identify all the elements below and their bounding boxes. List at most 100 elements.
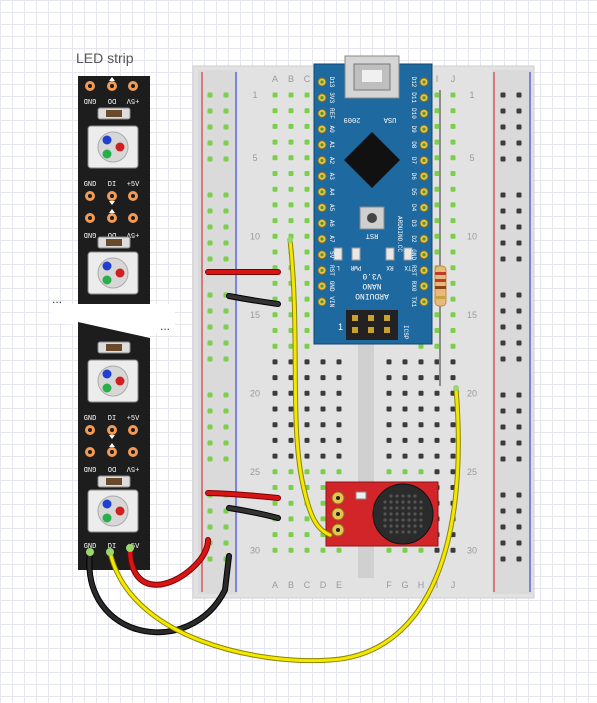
pin-label: A1 — [328, 141, 335, 149]
breadboard-hole — [272, 437, 278, 443]
breadboard-hole — [288, 532, 294, 538]
country-label: USA — [383, 115, 396, 123]
breadboard-hole — [434, 108, 440, 114]
row-number: 20 — [250, 388, 260, 398]
breadboard-hole — [288, 202, 294, 208]
breadboard-hole — [516, 524, 522, 530]
breadboard-hole — [207, 340, 213, 346]
breadboard-hole — [336, 375, 342, 381]
pin-label: A3 — [328, 173, 335, 181]
breadboard-hole — [516, 308, 522, 314]
breadboard-hole — [500, 356, 506, 362]
breadboard-hole — [450, 233, 456, 239]
breadboard-hole — [516, 440, 522, 446]
break-dots: ... — [160, 319, 170, 333]
column-label: I — [436, 74, 439, 84]
pad-label: GND — [84, 464, 97, 472]
breadboard-hole — [320, 485, 326, 490]
breadboard-hole — [516, 208, 522, 214]
breadboard-hole — [402, 547, 408, 553]
breadboard-hole — [500, 556, 506, 562]
microphone-module — [325, 481, 439, 547]
breadboard-hole — [272, 485, 278, 490]
pin-label: D13 — [328, 77, 335, 88]
breadboard-hole — [402, 390, 408, 396]
arrow-icon — [109, 435, 115, 439]
breadboard-hole — [207, 240, 213, 246]
column-label: I — [436, 580, 439, 590]
breadboard-hole — [207, 92, 213, 98]
column-label: F — [386, 580, 392, 590]
breadboard-hole — [304, 312, 310, 318]
breadboard-hole — [516, 324, 522, 330]
breadboard-hole — [434, 155, 440, 161]
status-led — [385, 247, 395, 261]
breadboard-hole — [223, 92, 229, 98]
led-red — [115, 142, 125, 152]
breadboard-hole — [386, 375, 392, 381]
breadboard-hole — [402, 437, 408, 443]
breadboard-hole — [450, 453, 456, 459]
breadboard-hole — [272, 171, 278, 176]
breadboard-hole — [304, 233, 310, 239]
pin-label: D2 — [410, 235, 417, 243]
pin-label: 5V — [328, 251, 335, 259]
breadboard-hole — [207, 208, 213, 214]
breadboard-hole — [386, 469, 392, 475]
breadboard-hole — [288, 453, 294, 459]
breadboard-hole — [304, 453, 310, 459]
breadboard-hole — [402, 453, 408, 459]
breadboard-hole — [207, 392, 213, 398]
breadboard-hole — [272, 547, 278, 553]
breadboard-hole — [500, 240, 506, 246]
breadboard-hole — [304, 328, 310, 333]
breadboard-hole — [418, 422, 424, 428]
breadboard-hole — [516, 292, 522, 298]
breadboard-hole — [418, 469, 424, 475]
breadboard-hole — [207, 408, 213, 414]
breadboard-hole — [288, 500, 294, 506]
breadboard-hole — [500, 440, 506, 446]
column-label: J — [451, 74, 456, 84]
breadboard-hole — [434, 171, 440, 176]
breadboard-hole — [272, 218, 278, 224]
breadboard-hole — [207, 440, 213, 446]
breadboard-hole — [272, 108, 278, 114]
breadboard-hole — [304, 171, 310, 176]
pin-label: D9 — [410, 125, 417, 133]
breadboard-hole — [320, 406, 326, 412]
row-number: 1 — [469, 90, 474, 100]
breadboard-hole — [304, 218, 310, 224]
breadboard-hole — [304, 343, 310, 349]
breadboard-hole — [207, 156, 213, 162]
breadboard-hole — [516, 392, 522, 398]
breadboard-hole — [320, 437, 326, 443]
row-number: 25 — [467, 467, 477, 477]
led-label: RX — [386, 264, 394, 271]
breadboard-hole — [223, 308, 229, 314]
pad-label: +5V — [126, 464, 139, 472]
breadboard-hole — [304, 296, 310, 302]
breadboard-hole — [500, 508, 506, 514]
nano-pcb — [313, 63, 433, 345]
breadboard-hole — [304, 249, 310, 255]
breadboard-hole — [223, 124, 229, 130]
breadboard-hole — [402, 359, 408, 365]
breadboard-hole — [434, 218, 440, 224]
breadboard-hole — [207, 456, 213, 462]
breadboard-hole — [450, 202, 456, 208]
breadboard-hole — [450, 92, 456, 98]
pin-label: GND — [410, 249, 417, 260]
pin-label: VIN — [328, 296, 335, 307]
breadboard-hole — [516, 408, 522, 414]
year-label: 2009 — [344, 115, 361, 123]
breadboard-hole — [223, 224, 229, 230]
column-label: J — [451, 580, 456, 590]
breadboard-hole — [223, 540, 229, 546]
column-label: E — [336, 580, 342, 590]
breadboard-hole — [516, 256, 522, 262]
breadboard-hole — [272, 139, 278, 145]
breadboard-hole — [288, 485, 294, 490]
breadboard-hole — [272, 453, 278, 459]
